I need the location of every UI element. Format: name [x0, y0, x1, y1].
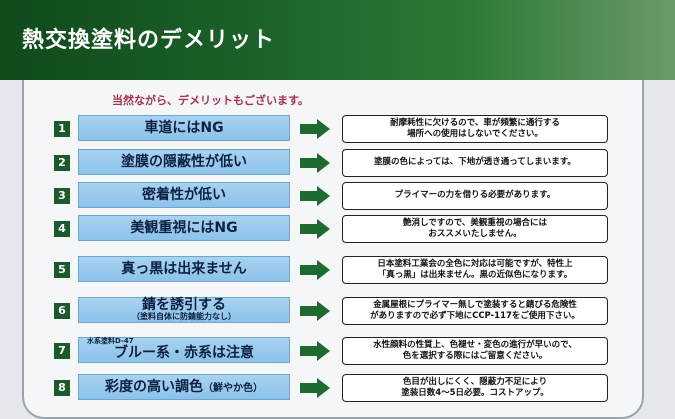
item-number: 4: [54, 221, 70, 237]
item-row: 2 塗膜の隠蔽性が低い 塗膜の色によっては、下地が透き通ってしまいます。: [0, 147, 675, 179]
header-banner: 熱交換塗料のデメリット: [0, 0, 675, 80]
item-label: 彩度の高い調色（鮮やか色）: [105, 378, 263, 395]
item-description: 水性顔料の性質上、色褪せ・変色の進行が早いので、色を選択する際にはご留意ください…: [342, 337, 608, 365]
item-number: 7: [54, 343, 70, 359]
arrow-right-icon: [300, 219, 330, 239]
item-label-box: 塗膜の隠蔽性が低い: [78, 149, 290, 175]
item-description: 色目が出しにくく、隠蔽力不足により塗装日数4～5日必要。コストアップ。: [342, 374, 608, 402]
item-row: 8 彩度の高い調色（鮮やか色） 色目が出しにくく、隠蔽力不足により塗装日数4～5日必…: [0, 372, 675, 404]
item-label-box: 車道にはNG: [78, 115, 290, 141]
item-label-box: 密着性が低い: [78, 182, 290, 208]
arrow-right-icon: [300, 301, 330, 321]
item-row: 3 密着性が低い プライマーの力を借りる必要があります。: [0, 180, 675, 212]
item-description: 耐摩耗性に欠けるので、車が頻繁に通行する場所への使用はしないでください。: [342, 115, 608, 143]
item-number: 6: [54, 303, 70, 319]
item-description-text: プライマーの力を借りる必要があります。: [394, 190, 556, 201]
item-label: ブルー系・赤系は注意: [114, 344, 254, 361]
item-number: 1: [54, 121, 70, 137]
item-description: 日本塗料工業会の全色に対応は可能ですが、特性上「真っ黒」は出来ません。黒の近似色…: [342, 256, 608, 284]
item-label: 密着性が低い: [142, 186, 226, 203]
item-description-text: 塗膜の色によっては、下地が透き通ってしまいます。: [374, 157, 576, 168]
item-row: 5 真っ黒は出来ません 日本塗料工業会の全色に対応は可能ですが、特性上「真っ黒」は出…: [0, 254, 675, 286]
item-description-text: 色目が出しにくく、隠蔽力不足により塗装日数4～5日必要。コストアップ。: [401, 376, 549, 398]
item-number: 2: [54, 155, 70, 171]
item-label-suffix: （鮮やか色）: [203, 382, 263, 394]
item-description: 金属屋根にプライマー無しで塗装すると錆びる危険性がありますので必ず下地にCCP-…: [342, 297, 608, 325]
arrow-right-icon: [300, 186, 330, 206]
arrow-right-icon: [300, 341, 330, 361]
item-description-text: 水性顔料の性質上、色褪せ・変色の進行が早いので、色を選択する際にはご留意ください…: [373, 339, 577, 361]
arrow-right-icon: [300, 119, 330, 139]
item-description: プライマーの力を借りる必要があります。: [342, 182, 608, 210]
item-description-text: 日本塗料工業会の全色に対応は可能ですが、特性上「真っ黒」は出来ません。黒の近似色…: [377, 258, 573, 280]
item-label-box: 錆を誘引する（塗料自体に防錆能力なし）: [78, 297, 290, 323]
item-prelabel: 水系塗料D-47: [87, 337, 134, 345]
item-description-text: 艶消しですので、美観重視の場合にはおススメいたしません。: [403, 217, 547, 239]
arrow-right-icon: [300, 260, 330, 280]
item-description-text: 金属屋根にプライマー無しで塗装すると錆びる危険性がありますので必ず下地にCCP-…: [370, 299, 580, 321]
item-number: 3: [54, 188, 70, 204]
item-row: 4 美観重視にはNG 艶消しですので、美観重視の場合にはおススメいたしません。: [0, 213, 675, 245]
item-row: 1 車道にはNG 耐摩耗性に欠けるので、車が頻繁に通行する場所への使用はしないでくだ…: [0, 113, 675, 145]
subtitle: 当然ながら、デメリットもございます。: [112, 94, 309, 107]
item-description: 艶消しですので、美観重視の場合にはおススメいたしません。: [342, 215, 608, 243]
item-label-box: 美観重視にはNG: [78, 215, 290, 241]
item-description: 塗膜の色によっては、下地が透き通ってしまいます。: [342, 149, 608, 177]
item-row: 6 錆を誘引する（塗料自体に防錆能力なし） 金属屋根にプライマー無しで塗装すると錆び…: [0, 295, 675, 327]
item-label: 真っ黒は出来ません: [121, 260, 247, 277]
arrow-right-icon: [300, 378, 330, 398]
page-title: 熱交換塗料のデメリット: [22, 28, 276, 53]
item-description-text: 耐摩耗性に欠けるので、車が頻繁に通行する場所への使用はしないでください。: [390, 117, 560, 139]
item-label-box: 真っ黒は出来ません: [78, 256, 290, 282]
item-number: 5: [54, 262, 70, 278]
item-label-box: 彩度の高い調色（鮮やか色）: [78, 374, 290, 400]
item-label: 車道にはNG: [144, 119, 224, 136]
item-label: 美観重視にはNG: [130, 219, 238, 236]
item-label: 錆を誘引する: [142, 297, 226, 314]
arrow-right-icon: [300, 153, 330, 173]
item-number: 8: [54, 380, 70, 396]
item-sublabel: （塗料自体に防錆能力なし）: [132, 312, 236, 322]
item-label: 塗膜の隠蔽性が低い: [121, 153, 247, 170]
